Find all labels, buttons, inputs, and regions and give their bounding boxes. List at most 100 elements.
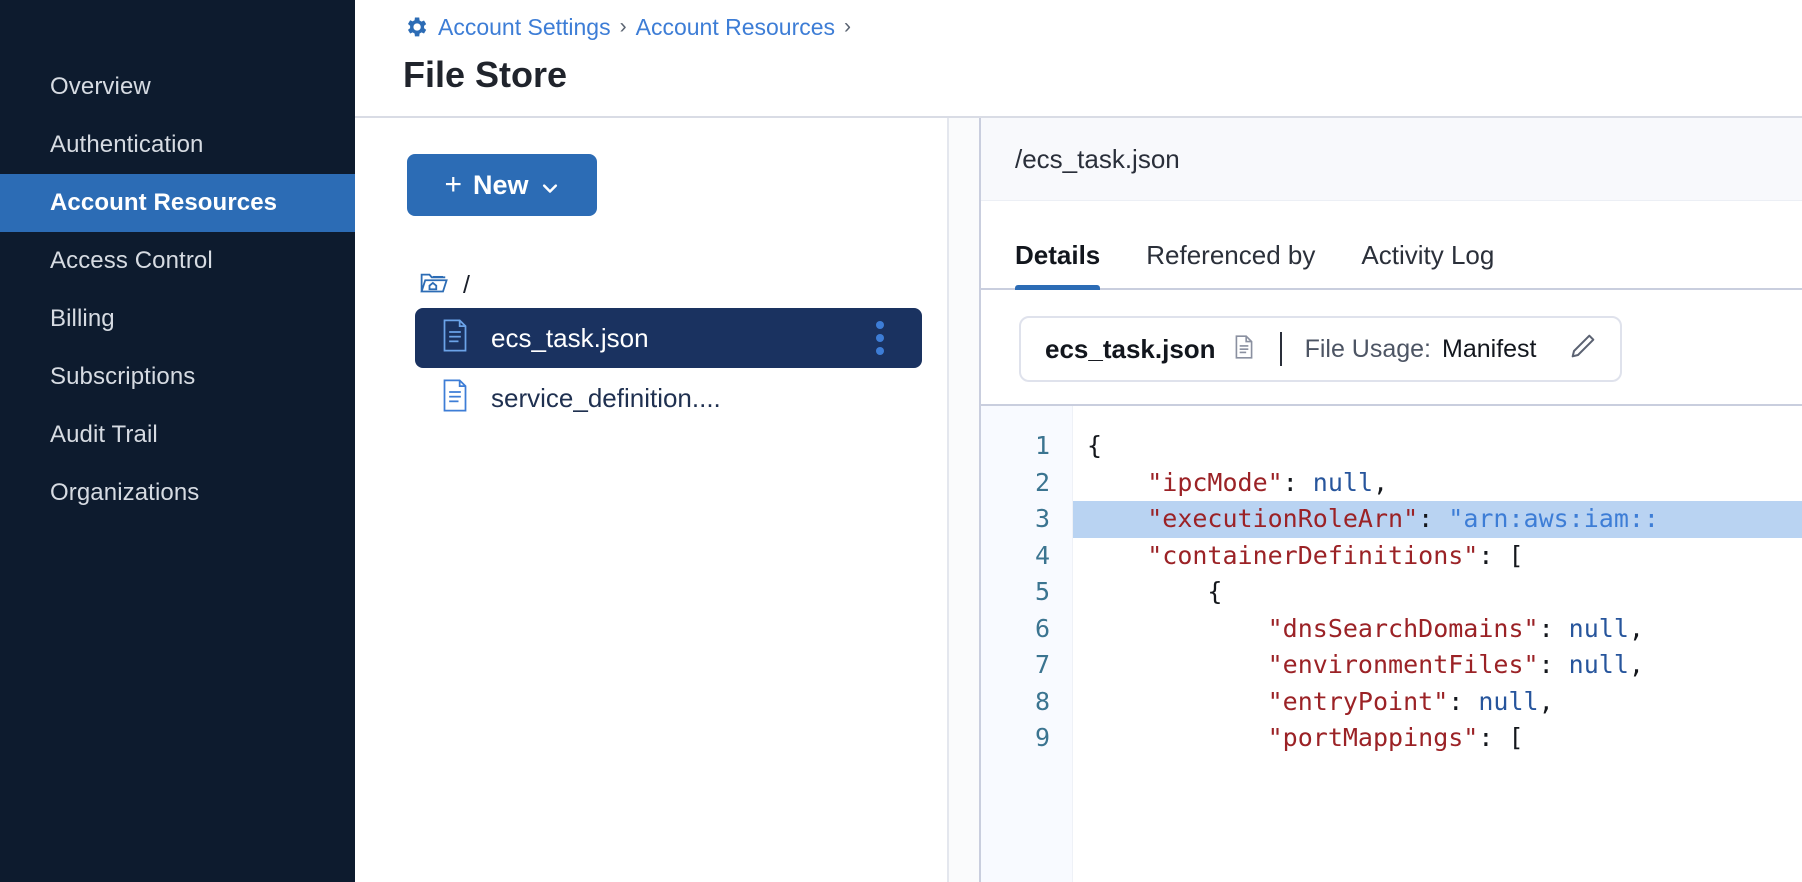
usage-value: Manifest — [1442, 334, 1537, 363]
tree-root-label: / — [463, 270, 470, 299]
sidebar-item-label: Organizations — [50, 479, 200, 506]
pencil-icon[interactable] — [1566, 331, 1598, 368]
sidebar-item-label: Access Control — [50, 247, 213, 274]
code-line[interactable]: "portMappings": [ — [1073, 720, 1802, 757]
code-token: , — [1538, 686, 1554, 716]
code-token: , — [1628, 650, 1644, 679]
code-token: "ipcMode" — [1147, 467, 1283, 497]
breadcrumb-item-account-settings[interactable]: Account Settings — [438, 13, 611, 40]
tab-referenced-by[interactable]: Referenced by — [1146, 240, 1315, 288]
code-line[interactable]: "containerDefinitions": [ — [1073, 538, 1802, 575]
page-title: File Store — [403, 54, 568, 95]
code-token: { — [1087, 431, 1103, 460]
plus-icon: + — [444, 168, 462, 201]
code-token: "environmentFiles" — [1267, 650, 1539, 679]
code-token: : — [1448, 686, 1479, 716]
file-name: ecs_task.json — [491, 322, 649, 353]
code-token: "dnsSearchDomains" — [1267, 613, 1539, 643]
new-button[interactable]: + New — [407, 154, 597, 216]
sidebar-item-label: Subscriptions — [50, 363, 196, 390]
code-line[interactable]: "entryPoint": null, — [1073, 684, 1802, 721]
line-number: 5 — [1034, 577, 1050, 606]
more-vertical-icon[interactable] — [876, 321, 884, 355]
code-token: : — [1538, 650, 1569, 679]
line-number: 2 — [1034, 467, 1050, 497]
file-icon — [441, 379, 469, 417]
line-number: 3 — [1034, 504, 1050, 533]
line-number: 8 — [1034, 686, 1050, 716]
code-token — [1087, 650, 1268, 679]
code-token: : [ — [1478, 723, 1524, 752]
code-token — [1087, 504, 1147, 533]
usage-label: File Usage: — [1304, 334, 1432, 363]
code-token: : — [1282, 467, 1313, 497]
file-list: ecs_task.json service_definition.... — [355, 308, 947, 428]
sidebar-item-audit-trail[interactable]: Audit Trail — [0, 406, 355, 464]
tab-details[interactable]: Details — [1015, 240, 1101, 290]
code-token: { — [1207, 577, 1223, 606]
sidebar-item-access-control[interactable]: Access Control — [0, 232, 355, 290]
code-line[interactable]: "executionRoleArn": "arn:aws:iam:: — [1073, 501, 1802, 538]
code-token: null — [1312, 467, 1374, 497]
code-content[interactable]: { "ipcMode": null, "executionRoleArn": "… — [1073, 406, 1802, 882]
file-tree-panel: + New / — [355, 118, 947, 882]
file-list-item[interactable]: ecs_task.json — [415, 308, 922, 368]
tab-label: Details — [1015, 240, 1101, 270]
sidebar-item-organizations[interactable]: Organizations — [0, 464, 355, 522]
code-line[interactable]: "environmentFiles": null, — [1073, 647, 1802, 684]
code-line[interactable]: { — [1073, 574, 1802, 611]
code-token: "containerDefinitions" — [1147, 540, 1479, 570]
file-list-item[interactable]: service_definition.... — [415, 368, 922, 428]
code-token — [1087, 614, 1268, 643]
sidebar-item-overview[interactable]: Overview — [0, 58, 355, 116]
code-token — [1087, 468, 1147, 497]
sidebar-item-billing[interactable]: Billing — [0, 290, 355, 348]
sidebar-item-label: Overview — [50, 73, 151, 100]
panel-splitter[interactable] — [947, 118, 981, 882]
code-token: "arn:aws:iam:: — [1448, 504, 1659, 533]
sidebar-item-label: Audit Trail — [50, 421, 158, 448]
folder-home-icon — [419, 269, 449, 301]
gear-icon — [403, 14, 429, 40]
tree-root-folder[interactable]: / — [355, 262, 947, 308]
code-token: "entryPoint" — [1267, 686, 1449, 716]
new-button-label: New — [473, 169, 529, 200]
code-token: "executionRoleArn" — [1147, 504, 1419, 533]
file-tree: / ecs_task.json service_definition.... — [355, 262, 947, 428]
sidebar-item-label: Account Resources — [50, 189, 278, 216]
code-token: : [ — [1478, 540, 1524, 570]
code-line[interactable]: { — [1073, 428, 1802, 465]
tab-label: Referenced by — [1146, 240, 1316, 270]
usage-section: ecs_task.json File Usage: Manifest — [981, 290, 1802, 404]
code-token: , — [1373, 467, 1389, 497]
line-number: 9 — [1034, 723, 1050, 752]
sidebar-item-subscriptions[interactable]: Subscriptions — [0, 348, 355, 406]
document-icon — [1231, 332, 1257, 367]
code-token — [1087, 577, 1207, 606]
tab-label: Activity Log — [1361, 240, 1495, 270]
code-token: null — [1568, 613, 1629, 643]
breadcrumb-item-account-resources[interactable]: Account Resources — [635, 13, 836, 40]
code-token: "portMappings" — [1267, 723, 1479, 752]
line-number: 4 — [1034, 540, 1050, 570]
breadcrumb-separator: › — [619, 15, 627, 38]
code-line[interactable]: "dnsSearchDomains": null, — [1073, 611, 1802, 648]
code-token — [1087, 687, 1268, 716]
file-icon — [441, 319, 469, 357]
code-token: , — [1628, 613, 1644, 643]
page-header: Account Settings › Account Resources › F… — [355, 0, 1802, 118]
sidebar-item-account-resources[interactable]: Account Resources — [0, 174, 355, 232]
chevron-down-icon — [540, 175, 560, 195]
file-usage-card: ecs_task.json File Usage: Manifest — [1019, 316, 1622, 382]
code-token — [1087, 723, 1268, 752]
code-line[interactable]: "ipcMode": null, — [1073, 465, 1802, 502]
line-number: 6 — [1034, 613, 1050, 643]
body-split: + New / — [355, 118, 1802, 882]
tab-activity-log[interactable]: Activity Log — [1361, 240, 1494, 288]
code-token: null — [1478, 686, 1539, 716]
main-area: Account Settings › Account Resources › F… — [355, 0, 1802, 882]
sidebar-item-authentication[interactable]: Authentication — [0, 116, 355, 174]
